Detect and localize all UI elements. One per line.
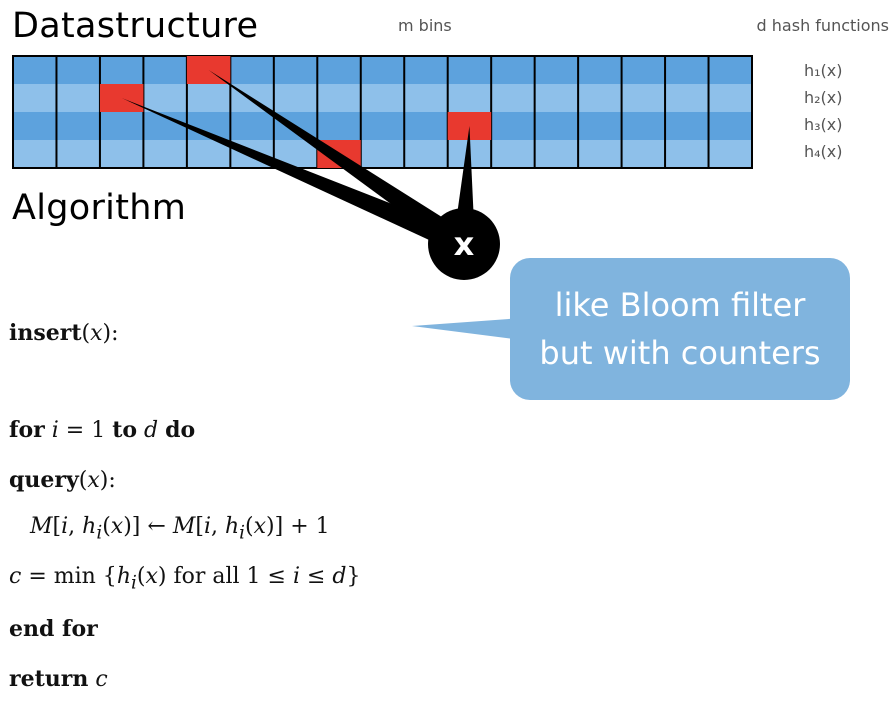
callout-line-1: like Bloom filter — [554, 286, 806, 324]
item-label: x — [453, 225, 475, 263]
grid-row-1 — [13, 56, 752, 84]
code-line: for i = 1 to d do — [9, 417, 196, 443]
hash-functions-caption: d hash functions — [756, 16, 889, 35]
datastructure-heading: Datastructure — [12, 6, 259, 46]
bins-caption: m bins — [398, 16, 452, 35]
grid-border — [12, 55, 753, 169]
sketch-diagram — [12, 55, 753, 280]
callout-line-2: but with counters — [539, 334, 821, 372]
code-line: c = min {hi(x) for all 1 ≤ i ≤ d} — [9, 564, 361, 594]
code-line: return c — [9, 666, 108, 693]
callout-box: like Bloom filter but with counters — [510, 258, 850, 400]
callout-pointer — [412, 318, 522, 340]
algorithm-heading: Algorithm — [12, 188, 187, 228]
grid-row-4 — [13, 140, 752, 168]
hash-label-3: h₃(x) — [804, 115, 843, 134]
counter-grid — [12, 55, 753, 169]
grid-row-3 — [13, 112, 752, 140]
highlighted-cell-row-2 — [99, 84, 144, 112]
code-line: query(x): — [9, 467, 116, 493]
hash-label-4: h₄(x) — [804, 142, 843, 161]
hash-label-1: h₁(x) — [804, 61, 843, 80]
item-node — [428, 208, 500, 280]
hash-label-2: h₂(x) — [804, 88, 843, 107]
hash-pointer-2 — [121, 98, 469, 255]
query-pseudocode: query(x): c = min {hi(x) for all 1 ≤ i ≤… — [9, 400, 361, 728]
code-line: insert(x): — [9, 320, 119, 346]
